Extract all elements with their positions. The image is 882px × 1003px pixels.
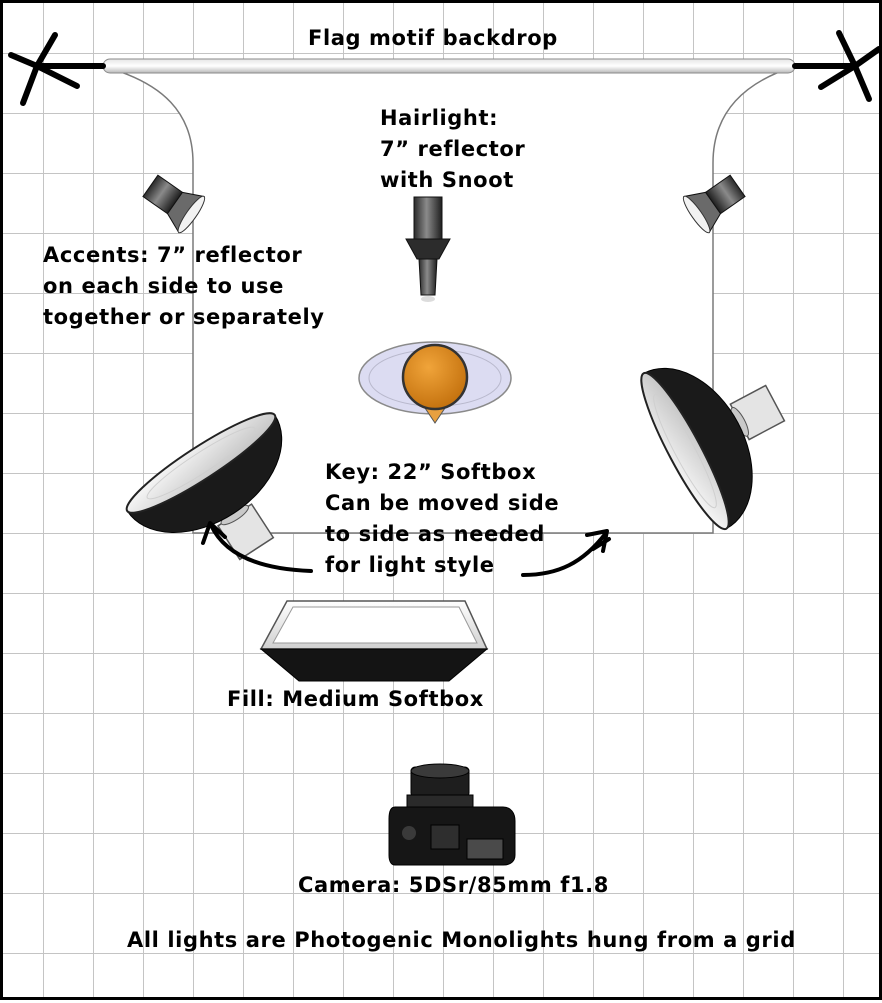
accent-reflector-left-icon xyxy=(142,174,206,234)
backdrop-stand-left-icon xyxy=(8,32,106,106)
backdrop-label: Flag motif backdrop xyxy=(308,26,558,50)
hairlight-snoot-icon xyxy=(405,196,451,325)
key-light-right-icon xyxy=(640,367,786,531)
subject-icon xyxy=(358,341,512,424)
backdrop-roll xyxy=(102,58,796,74)
hairlight-label: Hairlight: 7” reflector with Snoot xyxy=(380,106,526,192)
arrow-left-icon xyxy=(201,521,313,573)
fill-label: Fill: Medium Softbox xyxy=(227,687,484,711)
fill-softbox-icon xyxy=(259,600,489,682)
backdrop-stand-right-icon xyxy=(792,30,882,102)
note-label: All lights are Photogenic Monolights hun… xyxy=(127,928,796,952)
accents-label: Accents: 7” reflector on each side to us… xyxy=(43,243,325,329)
arrow-right-icon xyxy=(521,529,611,577)
accent-reflector-right-icon xyxy=(682,174,746,234)
key-label: Key: 22” Softbox Can be moved side to si… xyxy=(325,460,560,577)
camera-icon xyxy=(388,763,516,866)
backdrop-paper xyxy=(104,66,794,534)
camera-label: Camera: 5DSr/85mm f1.8 xyxy=(298,873,609,897)
key-light-left-icon xyxy=(125,412,283,561)
diagram-canvas xyxy=(8,30,882,866)
